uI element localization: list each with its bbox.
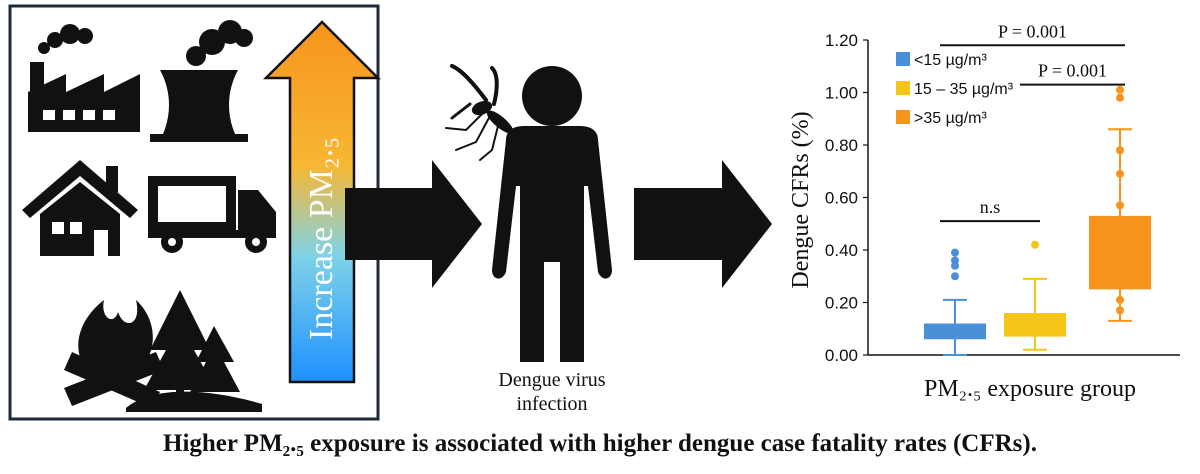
outlier-point: [1116, 169, 1124, 178]
box: [1089, 215, 1151, 290]
right-arrow-icon: [345, 160, 482, 288]
pm-increase-arrow: [262, 20, 382, 384]
outlier-point: [1116, 146, 1124, 155]
house-icon: [22, 160, 138, 256]
y-axis-label: Dengue CFRs (%): [788, 111, 814, 288]
outlier-point: [951, 256, 959, 265]
pm-increase-label: Increase PM₂.₅: [303, 137, 340, 340]
outlier-point: [1116, 85, 1124, 94]
truck-icon: [148, 176, 276, 253]
legend-label: >35 µg/m³: [914, 110, 987, 127]
outlier-point: [1116, 201, 1124, 210]
factory-icon: [28, 24, 140, 132]
outlier-point: [1116, 93, 1124, 102]
significance-label: P = 0.001: [998, 21, 1067, 41]
significance-label: P = 0.001: [1038, 61, 1107, 81]
y-tick-label: 1.20: [825, 31, 858, 50]
legend-label: 15 – 35 µg/m³: [914, 81, 1014, 98]
outlier-point: [951, 272, 959, 281]
outlier-point: [1116, 295, 1124, 304]
legend-swatch: [896, 52, 910, 66]
legend-swatch: [896, 81, 910, 95]
legend-label: <15 µg/m³: [914, 52, 987, 69]
power-plant-icon: [150, 20, 253, 142]
mosquito-icon: [445, 64, 514, 161]
box: [1004, 313, 1066, 337]
person-icon: [492, 66, 612, 362]
legend-swatch: [896, 110, 910, 124]
y-tick-label: 0.20: [825, 294, 858, 313]
figure-caption: Higher PM₂.₅ exposure is associated with…: [163, 430, 1037, 457]
outlier-point: [1116, 306, 1124, 315]
infection-label-line2: infection: [516, 393, 587, 415]
y-tick-label: 0.80: [825, 136, 858, 155]
x-axis-label: PM₂.₅ exposure group: [924, 376, 1136, 402]
y-tick-label: 1.00: [825, 84, 858, 103]
wildfire-icon: [64, 290, 262, 412]
y-tick-label: 0.40: [825, 241, 858, 260]
outlier-point: [951, 248, 959, 257]
y-tick-label: 0.60: [825, 189, 858, 208]
infection-label-line1: Dengue virus: [498, 369, 605, 391]
outlier-point: [1031, 240, 1039, 249]
significance-label: n.s: [980, 197, 1001, 217]
y-tick-label: 0.00: [825, 346, 858, 365]
right-arrow-icon-2: [634, 160, 772, 288]
